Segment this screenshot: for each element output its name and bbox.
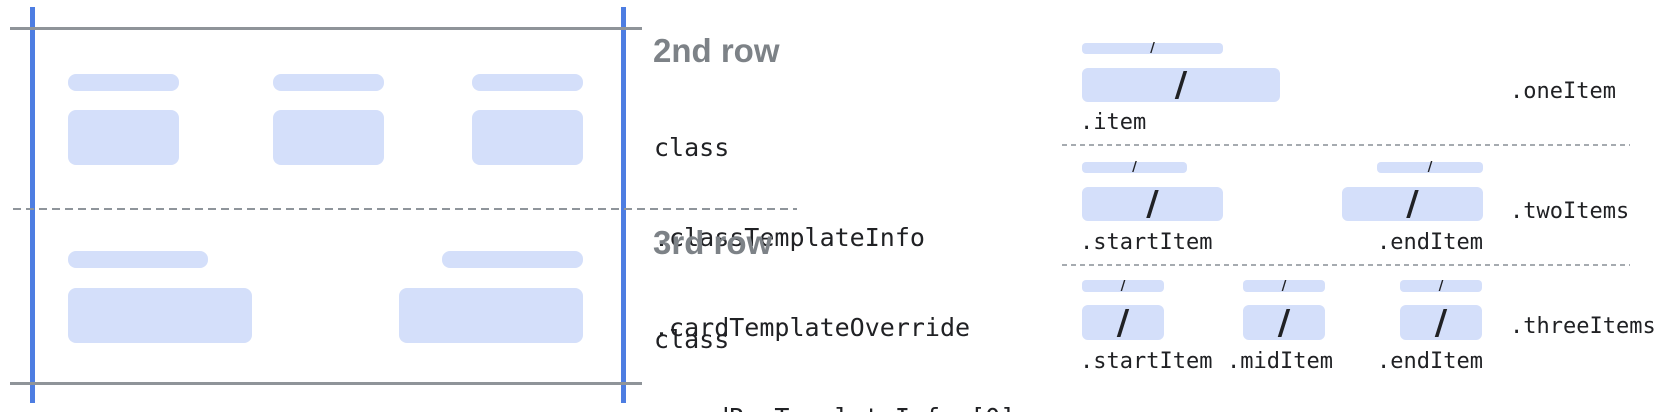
slash-glyph: /: [1120, 278, 1126, 294]
layout-name-label: .oneItem: [1510, 79, 1616, 104]
left-guide-line: [30, 7, 35, 403]
item-name-label: .item: [1080, 110, 1147, 135]
layout-name-label: .twoItems: [1510, 199, 1630, 224]
slash-glyph: /: [1277, 302, 1291, 343]
card-top-border-line: [10, 27, 642, 30]
item-name-label: .endItem: [1377, 230, 1483, 255]
right-guide-line: [621, 7, 626, 403]
third-row-code-path: class .classTemplateInfo .cardTemplateOv…: [654, 265, 1015, 412]
item-name-label: .startItem: [1080, 230, 1213, 255]
third-row-heading: 3rd row: [653, 224, 773, 261]
one-item-label-slot: /: [1082, 41, 1223, 56]
second-row-col1-label-bar: [68, 74, 179, 91]
second-row-col2-label-bar: [273, 74, 384, 91]
item-name-label: .startItem: [1080, 349, 1213, 374]
code-line: class: [654, 325, 730, 354]
item-name-label: .endItem: [1377, 349, 1483, 374]
slash-glyph: /: [1146, 184, 1159, 224]
code-line: class: [654, 133, 730, 162]
three-items-start-label-slot: /: [1082, 278, 1164, 294]
slash-glyph: /: [1438, 278, 1444, 294]
one-item-value-slot: /: [1082, 68, 1280, 102]
second-row-col2-value-bar: [273, 110, 384, 165]
two-items-start-label-slot: /: [1082, 160, 1187, 175]
three-items-mid-label-slot: /: [1243, 278, 1325, 294]
row-divider-dashed-line: [13, 208, 797, 210]
third-row-start-value-bar: [68, 288, 252, 343]
third-row-end-value-bar: [399, 288, 583, 343]
second-row-col1-value-bar: [68, 110, 179, 165]
three-items-mid-value-slot: /: [1243, 305, 1325, 340]
section-divider-dashed-line: [1062, 264, 1630, 266]
layout-name-label: .threeItems: [1510, 314, 1656, 339]
slash-glyph: /: [1427, 160, 1433, 175]
slash-glyph: /: [1150, 41, 1155, 56]
second-row-col3-label-bar: [472, 74, 583, 91]
three-items-start-value-slot: /: [1082, 305, 1164, 340]
code-line: .cardRowTemplateInfos[0]: [654, 403, 1015, 412]
section-divider-dashed-line: [1062, 144, 1630, 146]
two-items-end-label-slot: /: [1377, 160, 1483, 175]
slash-glyph: /: [1174, 65, 1188, 105]
code-line: .classTemplateInfo: [654, 223, 925, 252]
code-line: .cardTemplateOverride: [654, 313, 971, 342]
second-row-code-path: class .classTemplateInfo .cardTemplateOv…: [654, 73, 1015, 412]
two-items-start-value-slot: /: [1082, 187, 1223, 221]
second-row-col3-value-bar: [472, 110, 583, 165]
two-items-end-value-slot: /: [1342, 187, 1483, 221]
item-name-label: .midItem: [1227, 349, 1333, 374]
slash-glyph: /: [1281, 278, 1287, 294]
slash-glyph: /: [1406, 184, 1419, 224]
third-row-end-label-bar: [442, 251, 583, 268]
card-bottom-border-line: [10, 382, 642, 385]
three-items-end-value-slot: /: [1400, 305, 1482, 340]
slash-glyph: /: [1434, 302, 1448, 343]
slash-glyph: /: [1116, 302, 1130, 343]
second-row-heading: 2nd row: [653, 32, 780, 69]
slash-glyph: /: [1132, 160, 1137, 175]
three-items-end-label-slot: /: [1400, 278, 1482, 294]
third-row-start-label-bar: [68, 251, 208, 268]
